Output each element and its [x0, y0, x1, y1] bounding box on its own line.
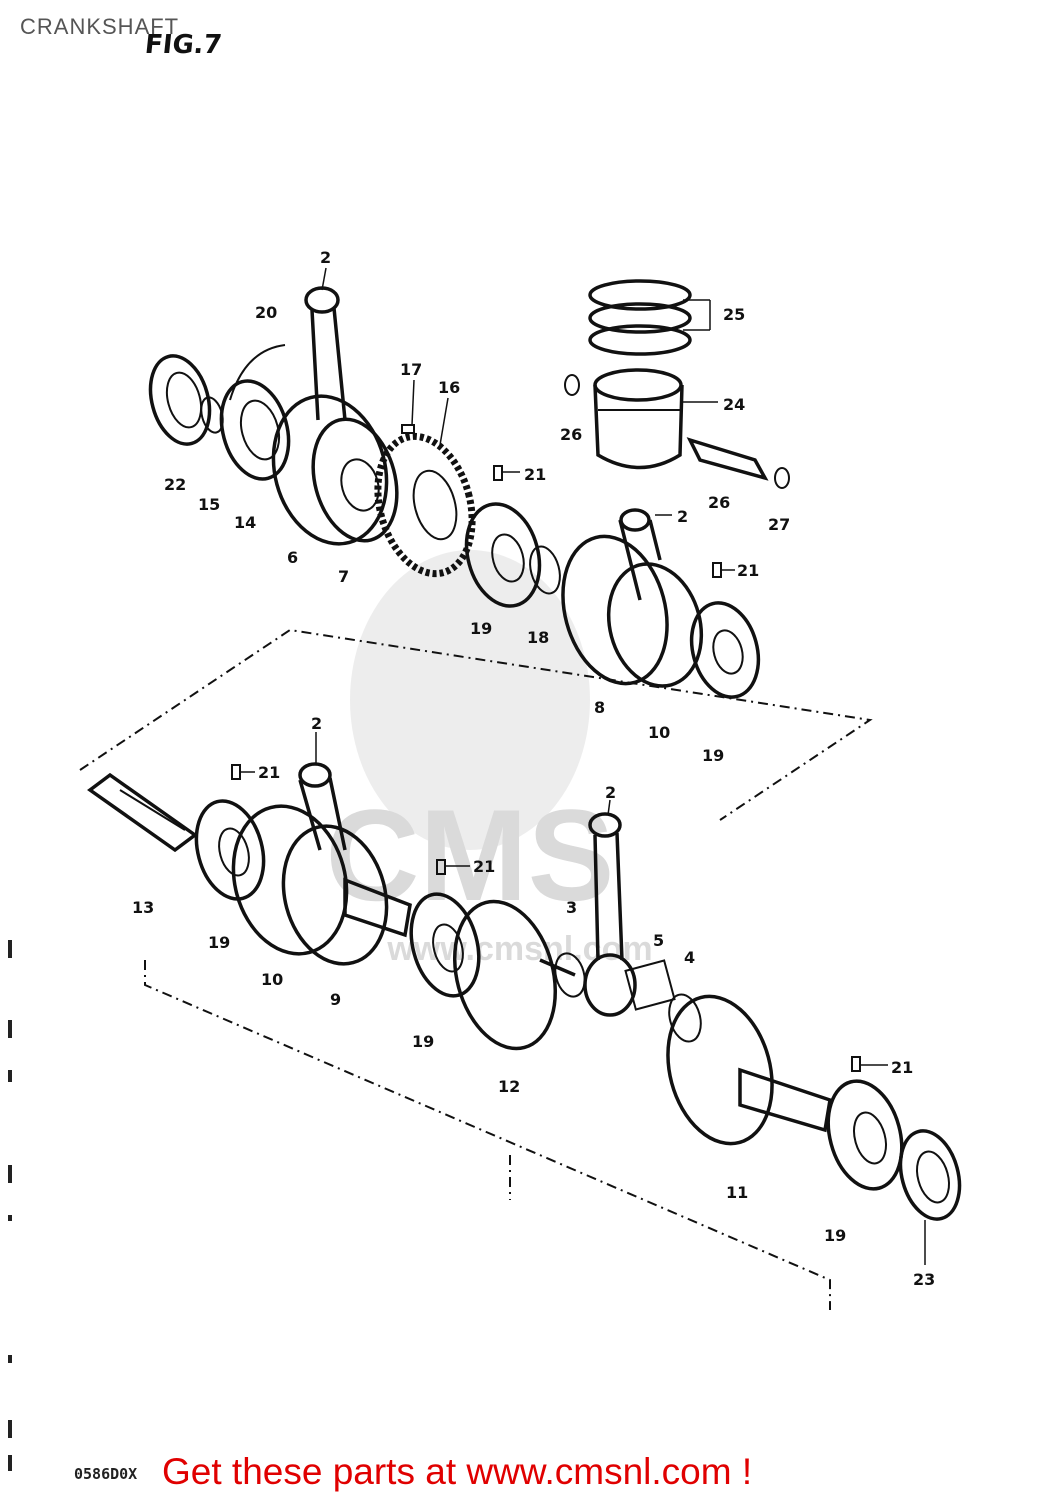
snap-ring-20: [229, 344, 286, 401]
connecting-rod-2-lower: [583, 812, 637, 1017]
callout-23: 23: [913, 1270, 935, 1289]
callout-4: 4: [684, 948, 695, 967]
callout-6: 6: [287, 548, 298, 567]
callout-21-b: 21: [737, 561, 759, 580]
callout-12: 12: [498, 1077, 520, 1096]
callout-16: 16: [438, 378, 460, 397]
scan-margin-marks: [8, 940, 12, 1471]
callout-19-d: 19: [412, 1032, 434, 1051]
callout-26-pin: 26: [708, 493, 730, 512]
callout-21-a: 21: [524, 465, 546, 484]
callout-2-right: 2: [605, 783, 616, 802]
watermark-site: www.cmsnl.com: [386, 930, 652, 968]
callout-19-e: 19: [824, 1226, 846, 1245]
piston-clip-26: [564, 374, 580, 396]
callout-21-d: 21: [473, 857, 495, 876]
assembly-boundary-lines: [79, 628, 873, 1310]
oil-seal-23: [898, 1129, 962, 1221]
callout-9: 9: [330, 990, 341, 1009]
callout-27: 27: [768, 515, 790, 534]
bearing-19-lower-1: [194, 799, 266, 901]
snap-ring-18: [529, 545, 561, 595]
callout-5: 5: [653, 931, 664, 950]
get-parts-link[interactable]: Get these parts at www.cmsnl.com !: [162, 1451, 753, 1492]
oil-seal-22: [148, 354, 212, 446]
callout-10-lower: 10: [261, 970, 283, 989]
callout-11: 11: [726, 1183, 748, 1202]
callout-labels: 2 20 17 16 22 15 14 6 7 25 24 26 26 27 2…: [132, 248, 935, 1289]
bearing-14: [219, 379, 291, 481]
leader-lines: [240, 267, 926, 1265]
callout-21-c: 21: [258, 763, 280, 782]
callout-22: 22: [164, 475, 186, 494]
washer-3: [554, 952, 586, 998]
washer-4: [668, 993, 702, 1043]
crank-web-6-7: [271, 394, 399, 546]
callout-18: 18: [527, 628, 549, 647]
gear-16: [374, 432, 476, 578]
crankshaft-end-13: [87, 772, 198, 853]
crank-journal: [343, 877, 412, 938]
page-title: CRANKSHAFT: [20, 14, 180, 39]
callout-7: 7: [338, 567, 349, 586]
bearing-19-upper-right: [689, 601, 761, 699]
callout-13: 13: [132, 898, 154, 917]
callout-2-left: 2: [311, 714, 322, 733]
piston-clip-27: [774, 467, 790, 489]
cms-watermark: CMS www.cmsnl.com: [326, 550, 653, 968]
piston-pin-26: [686, 437, 769, 481]
drawing-code: 0586D0X: [74, 1465, 138, 1483]
bearing-19-upper-left: [464, 502, 542, 608]
callout-25: 25: [723, 305, 745, 324]
crank-web-9-10: [231, 762, 389, 966]
callout-20: 20: [255, 303, 277, 322]
callout-14: 14: [234, 513, 256, 532]
callout-2-mid: 2: [677, 507, 688, 526]
callout-2-upper: 2: [320, 248, 331, 267]
callout-24: 24: [723, 395, 745, 414]
needle-bearing-5: [624, 959, 676, 1011]
callout-21-e: 21: [891, 1058, 913, 1077]
callout-8: 8: [594, 698, 605, 717]
piston-rings-25: [588, 279, 692, 356]
crank-web-12: [452, 899, 576, 1051]
callout-26-clip: 26: [560, 425, 582, 444]
crank-web-11: [666, 994, 832, 1146]
callout-15: 15: [198, 495, 220, 514]
callout-19-c: 19: [208, 933, 230, 952]
key-17: [401, 424, 415, 434]
callout-19-a: 19: [470, 619, 492, 638]
callout-10-upper: 10: [648, 723, 670, 742]
callout-19-b: 19: [702, 746, 724, 765]
callout-3: 3: [566, 898, 577, 917]
piston-24: [593, 368, 684, 470]
callout-17: 17: [400, 360, 422, 379]
bearing-19-lower-3: [826, 1079, 904, 1191]
watermark-brand: CMS: [326, 782, 615, 928]
